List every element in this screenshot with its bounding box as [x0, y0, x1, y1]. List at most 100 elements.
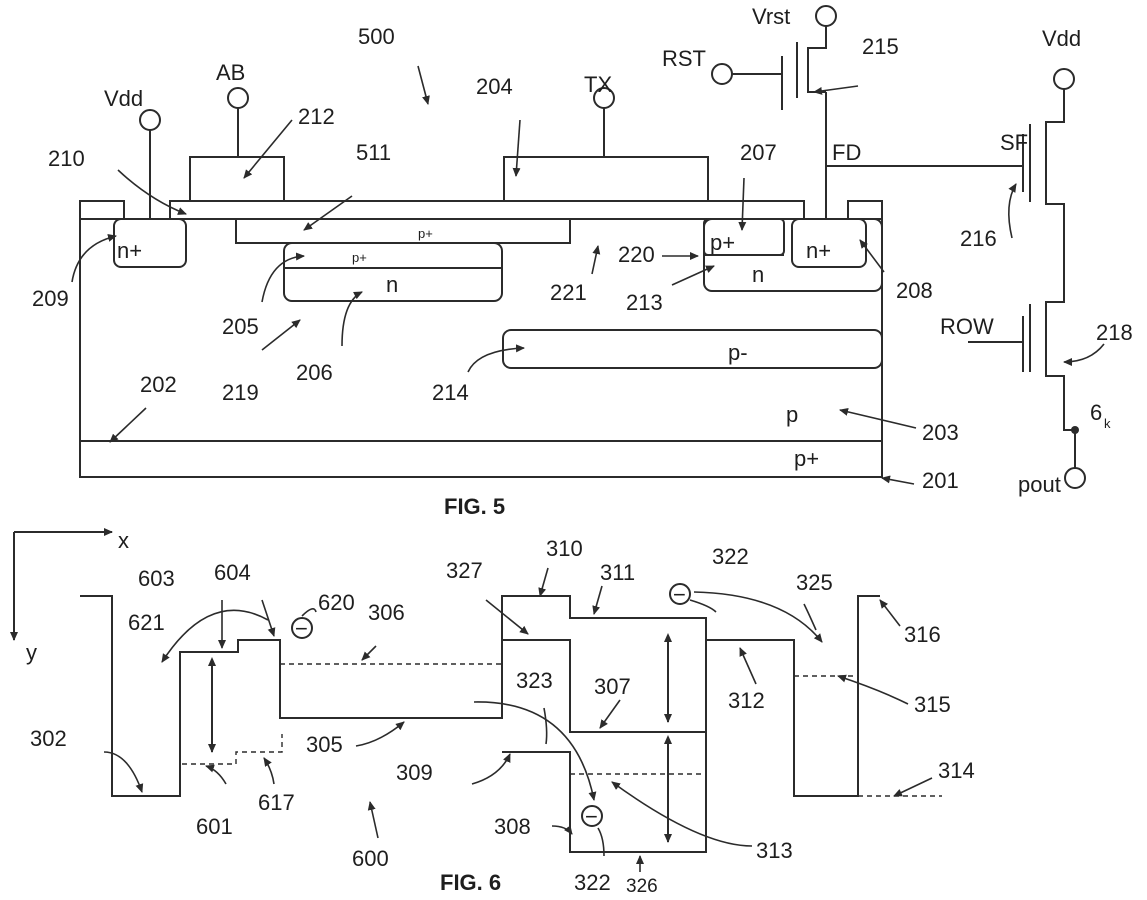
- dashed-level-617: [182, 734, 283, 765]
- gate-oxide: [169, 200, 805, 220]
- label-vrst: Vrst: [752, 4, 790, 29]
- substrate-body: [79, 218, 883, 478]
- label-214: 214: [432, 380, 469, 405]
- label-322-bottom: 322: [574, 870, 611, 895]
- fig6-diagram: x y − − −: [10, 528, 975, 897]
- label-310: 310: [546, 536, 583, 561]
- label-221: 221: [550, 280, 587, 305]
- electron-322-bottom-icon: [581, 805, 603, 827]
- label-511: 511: [356, 140, 391, 165]
- pminus-region: [502, 329, 883, 369]
- label-vdd-left: Vdd: [104, 86, 143, 111]
- pplus-ab-label: p+: [352, 250, 367, 265]
- pplus-fd-label: p+: [710, 230, 735, 255]
- label-600: 600: [352, 846, 389, 871]
- rst-terminal-icon: [711, 63, 733, 85]
- label-316: 316: [904, 622, 941, 647]
- label-207: 207: [740, 140, 777, 165]
- pminus-label: p-: [728, 340, 748, 365]
- tx-terminal-icon: [593, 87, 615, 109]
- label-218: 218: [1096, 320, 1133, 345]
- pout-terminal-icon: [1064, 467, 1086, 489]
- label-tx: TX: [584, 72, 612, 97]
- label-302: 302: [30, 726, 67, 751]
- label-6k-subscript: k: [1104, 416, 1111, 431]
- pplus-surface-label: p+: [418, 226, 433, 241]
- potential-profile: [80, 595, 880, 797]
- electron-322-top-icon: [669, 583, 691, 605]
- label-305: 305: [306, 732, 343, 757]
- label-309: 309: [396, 760, 433, 785]
- label-row: ROW: [940, 314, 994, 339]
- label-216: 216: [960, 226, 997, 251]
- well-308: [502, 618, 707, 853]
- svg-text:−: −: [585, 804, 598, 829]
- label-206: 206: [296, 360, 333, 385]
- label-620: 620: [318, 590, 355, 615]
- n-fd-label: n: [752, 262, 764, 287]
- label-326: 326: [626, 876, 658, 897]
- fig5-diagram: n+ p+ p+ n p+ n n+ p- p p+: [32, 4, 1133, 519]
- label-202: 202: [140, 372, 177, 397]
- y-axis-label: y: [26, 640, 37, 665]
- nplus-left-label: n+: [117, 238, 142, 263]
- label-325: 325: [796, 570, 833, 595]
- nplus-left-region: [113, 218, 187, 268]
- ab-terminal-icon: [227, 87, 249, 109]
- label-208: 208: [896, 278, 933, 303]
- label-322-top: 322: [712, 544, 749, 569]
- n-ab-label: n: [386, 272, 398, 297]
- pplus-surface-region: [235, 218, 571, 244]
- label-fd: FD: [832, 140, 861, 165]
- nplus-right-label: n+: [806, 238, 831, 263]
- barrier-307: [502, 639, 706, 733]
- label-209: 209: [32, 286, 69, 311]
- pplus-substrate-label: p+: [794, 446, 819, 471]
- label-315: 315: [914, 692, 951, 717]
- right-isolation: [847, 200, 883, 220]
- label-621: 621: [128, 610, 165, 635]
- vdd-right-terminal-icon: [1053, 68, 1075, 90]
- label-203: 203: [922, 420, 959, 445]
- p-bulk-label: p: [786, 402, 798, 427]
- label-601: 601: [196, 814, 233, 839]
- tx-gate: [503, 156, 709, 202]
- label-204: 204: [476, 74, 513, 99]
- label-313: 313: [756, 838, 793, 863]
- label-210: 210: [48, 146, 85, 171]
- label-604: 604: [214, 560, 251, 585]
- label-215: 215: [862, 34, 899, 59]
- label-312: 312: [728, 688, 765, 713]
- x-axis-label: x: [118, 528, 129, 553]
- label-327: 327: [446, 558, 483, 583]
- label-314: 314: [938, 758, 975, 783]
- left-isolation: [79, 200, 125, 220]
- fig6-caption: FIG. 6: [440, 870, 501, 895]
- label-307: 307: [594, 674, 631, 699]
- label-ab: AB: [216, 60, 245, 85]
- label-219: 219: [222, 380, 259, 405]
- label-323: 323: [516, 668, 553, 693]
- label-220: 220: [618, 242, 655, 267]
- vdd-left-terminal-icon: [139, 109, 161, 131]
- ab-gate: [189, 156, 285, 202]
- label-213: 213: [626, 290, 663, 315]
- electron-620-icon: [291, 617, 313, 639]
- label-vdd-right: Vdd: [1042, 26, 1081, 51]
- vrst-terminal-icon: [815, 5, 837, 27]
- label-311: 311: [600, 560, 635, 585]
- label-500: 500: [358, 24, 395, 49]
- label-pout: pout: [1018, 472, 1061, 497]
- svg-text:−: −: [295, 616, 308, 641]
- label-308: 308: [494, 814, 531, 839]
- label-603: 603: [138, 566, 175, 591]
- output-node-dot: [1071, 426, 1079, 434]
- label-306: 306: [368, 600, 405, 625]
- label-rst: RST: [662, 46, 706, 71]
- label-sf: SF: [1000, 130, 1028, 155]
- label-6k: 6: [1090, 400, 1102, 425]
- label-201: 201: [922, 468, 959, 493]
- label-205: 205: [222, 314, 259, 339]
